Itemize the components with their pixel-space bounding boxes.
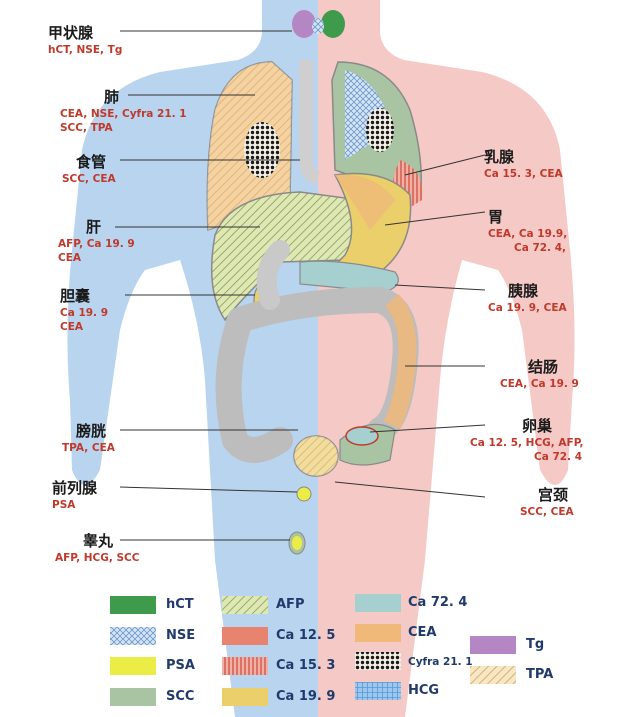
- organ-label-breast: 乳腺 Ca 15. 3, CEA: [484, 146, 563, 181]
- organ-markers: SCC, TPA: [60, 122, 113, 134]
- organ-name: 结肠: [528, 358, 559, 376]
- organ-label-liver: 肝 AFP, Ca 19. 9 CEA: [58, 216, 135, 265]
- organ-name: 胆囊: [60, 287, 91, 305]
- legend-label-afp: AFP: [276, 597, 305, 612]
- organ-name: 肝: [86, 218, 102, 236]
- organ-markers: CEA, Ca 19. 9: [500, 378, 579, 390]
- legend-label-ca153: Ca 15. 3: [276, 658, 336, 673]
- organ-name: 食管: [76, 153, 107, 171]
- organ-markers: Ca 12. 5, HCG, AFP,: [470, 437, 584, 449]
- legend-label-ca724: Ca 72. 4: [408, 595, 468, 610]
- legend-label-hct: hCT: [166, 597, 194, 612]
- organ-label-thyroid: 甲状腺 hCT, NSE, Tg: [48, 22, 122, 57]
- organ-label-ovary: 卵巢 Ca 12. 5, HCG, AFP, Ca 72. 4: [470, 415, 583, 464]
- organ-label-colon: 结肠 CEA, Ca 19. 9: [500, 356, 579, 391]
- organ-markers: hCT, NSE, Tg: [48, 44, 123, 56]
- legend-label-nse: NSE: [166, 628, 196, 643]
- organ-label-esophagus: 食管 SCC, CEA: [62, 151, 116, 186]
- legend-swatches: [110, 594, 516, 706]
- organ-markers: TPA, CEA: [62, 442, 115, 454]
- organ-label-pancreas: 胰腺 Ca 19. 9, CEA: [488, 280, 567, 315]
- organ-markers: Ca 72. 4,: [514, 242, 566, 254]
- organ-label-lung: 肺 CEA, NSE, Cyfra 21. 1 SCC, TPA: [60, 86, 187, 135]
- organ-name: 乳腺: [484, 148, 515, 166]
- legend-label-tpa: TPA: [526, 667, 554, 682]
- leader-lines: [115, 30, 486, 541]
- organ-markers: CEA, NSE, Cyfra 21. 1: [60, 108, 187, 120]
- legend-label-cyfra: Cyfra 21. 1: [408, 656, 473, 668]
- organ-name: 前列腺: [52, 479, 98, 497]
- organ-markers: SCC, CEA: [62, 173, 116, 185]
- organ-markers: Ca 19. 9, CEA: [488, 302, 567, 314]
- organ-name: 卵巢: [522, 417, 553, 435]
- organ-name: 肺: [104, 88, 120, 106]
- legend-label-psa: PSA: [166, 658, 195, 673]
- legend-label-cea: CEA: [408, 625, 437, 640]
- organ-label-bladder: 膀胱 TPA, CEA: [62, 420, 115, 455]
- ovary-shape: [339, 423, 396, 466]
- organ-markers: PSA: [52, 499, 76, 511]
- organ-markers: Ca 72. 4: [534, 451, 583, 463]
- legend-label-hcg: HCG: [408, 683, 440, 698]
- organ-markers: SCC, CEA: [520, 506, 574, 518]
- organ-markers: CEA: [58, 252, 82, 264]
- legend-label-ca199: Ca 19. 9: [276, 689, 336, 704]
- organ-name: 宫颈: [538, 486, 569, 504]
- organ-label-stomach: 胃 CEA, Ca 19.9, Ca 72. 4,: [488, 206, 567, 255]
- organ-markers: AFP, Ca 19. 9: [58, 238, 135, 250]
- organ-name: 胃: [488, 208, 504, 226]
- organ-label-cervix: 宫颈 SCC, CEA: [520, 484, 574, 519]
- organ-label-testis: 睾丸 AFP, HCG, SCC: [55, 530, 139, 565]
- esophagus-shape: [299, 60, 321, 185]
- organ-markers: CEA: [60, 321, 84, 333]
- organ-markers: AFP, HCG, SCC: [55, 552, 140, 564]
- organ-name: 胰腺: [508, 282, 539, 300]
- organ-name: 睾丸: [83, 532, 114, 550]
- prostate-shape: [296, 486, 312, 502]
- legend-label-scc: SCC: [166, 689, 195, 704]
- organ-markers: CEA, Ca 19.9,: [488, 228, 568, 240]
- thyroid-shape: [292, 10, 345, 38]
- organ-name: 膀胱: [76, 422, 107, 440]
- organ-markers: Ca 15. 3, CEA: [484, 168, 563, 180]
- organ-markers: Ca 19. 9: [60, 307, 109, 319]
- organ-name: 甲状腺: [48, 24, 94, 42]
- organ-label-gallbladder: 胆囊 Ca 19. 9 CEA: [60, 285, 108, 334]
- organ-label-prostate: 前列腺 PSA: [52, 477, 97, 512]
- legend-label-ca125: Ca 12. 5: [276, 628, 336, 643]
- legend-label-tg: Tg: [526, 637, 545, 652]
